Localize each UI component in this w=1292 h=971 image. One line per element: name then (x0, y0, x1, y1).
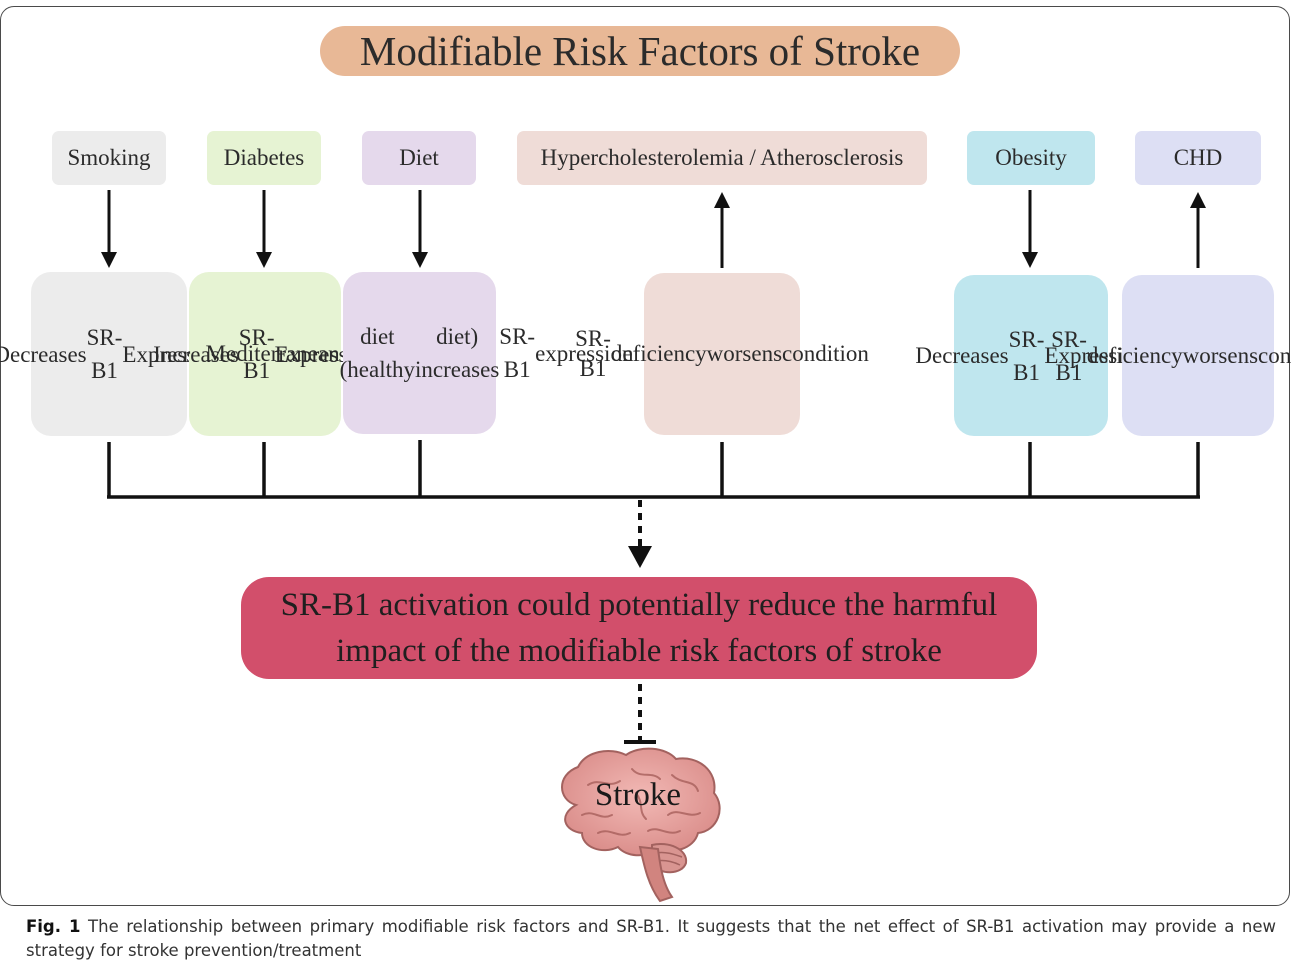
effect-line: SR-B1 (499, 324, 536, 382)
effect-diet: Mediterranean diet (healthy diet) increa… (206, 272, 633, 434)
factor-smoking: Smoking (52, 131, 166, 185)
arrow-diabetes (256, 190, 272, 268)
factor-hypercholesterolemia: Hypercholesterolemia / Atherosclerosis (517, 131, 927, 185)
result-statement: SR-B1 activation could potentially reduc… (241, 577, 1037, 679)
stroke-label: Stroke (594, 777, 682, 813)
arrow-smoking (101, 190, 117, 268)
factor-obesity: Obesity (967, 131, 1095, 185)
effect-hypercholesterolemia: SR-B1 deficiency worsens condition (575, 273, 869, 435)
arrow-hypercholesterolemia (714, 192, 730, 268)
figure-caption: Fig. 1 The relationship between primary … (26, 915, 1276, 963)
effect-line: diet (healthy (339, 324, 415, 382)
merge-bracket (107, 440, 1200, 499)
effect-line: worsens (1182, 343, 1259, 368)
arrow-diet (412, 190, 428, 268)
factor-diet: Diet (362, 131, 476, 185)
effect-diabetes: Increases SR-B1 Expression (153, 272, 377, 436)
result-line: impact of the modifiable risk factors of… (336, 633, 942, 669)
factor-diabetes: Diabetes (207, 131, 321, 185)
dashed-arrow-to-result (628, 500, 652, 568)
effect-line: SR-B1 (86, 325, 123, 383)
factor-chd: CHD (1135, 131, 1261, 185)
diagram-title: Modifiable Risk Factors of Stroke (320, 26, 960, 76)
brain-icon (561, 747, 721, 903)
effect-line: diet) increases (415, 324, 500, 382)
arrow-chd (1190, 192, 1206, 268)
dashed-inhibition-to-stroke (624, 684, 656, 744)
effect-line: condition (1258, 343, 1292, 368)
caption-text: The relationship between primary modifia… (26, 917, 1276, 960)
effect-line: SR-B1 (238, 325, 275, 383)
effect-chd: SR-B1 deficiency worsens condition (1051, 275, 1292, 436)
effect-line: deficiency (610, 341, 707, 366)
effect-line: worsens (706, 341, 783, 366)
effect-line: Mediterranean (205, 340, 340, 366)
effect-line: SR-B1 (575, 326, 611, 381)
effect-line: Decreases (915, 343, 1009, 368)
result-line: SR-B1 activation could potentially reduc… (280, 587, 998, 623)
effect-line: condition (782, 341, 869, 366)
figure-label: Fig. 1 (26, 917, 81, 936)
effect-line: deficiency (1086, 343, 1183, 368)
effect-line: SR-B1 (1051, 326, 1087, 385)
effect-smoking: Decreases SR-B1 Expression (0, 272, 225, 436)
effect-line: Decreases (0, 341, 87, 367)
effect-line: Increases (153, 341, 239, 367)
effect-line: SR-B1 (1008, 326, 1045, 385)
effect-obesity: Decreases SR-B1 Expression (915, 275, 1147, 436)
arrow-obesity (1022, 190, 1038, 268)
effect-line: expression (535, 340, 634, 366)
